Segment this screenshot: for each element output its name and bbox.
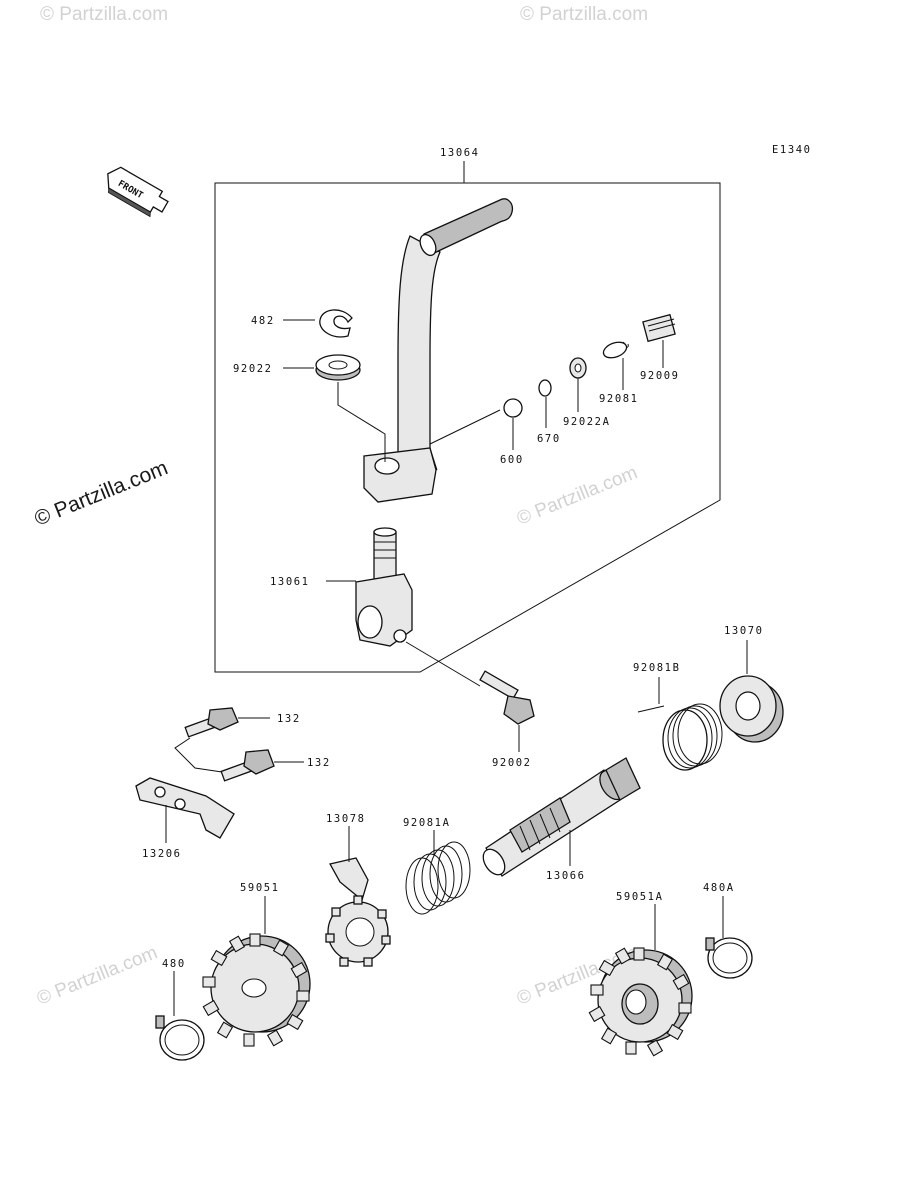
kick-pedal-lever [363, 198, 514, 503]
gear-59051A [588, 947, 693, 1057]
spring-92081A [405, 841, 471, 915]
label-59051: 59051 [240, 882, 280, 894]
watermark-layer: © Partzilla.com © Partzilla.com © Partzi… [31, 4, 648, 1010]
label-482: 482 [251, 315, 275, 327]
bolt-132-b [220, 749, 275, 782]
kick-arm-13061 [355, 527, 413, 647]
spring-92081 [602, 341, 629, 359]
label-13070: 13070 [724, 625, 764, 637]
spring-92081B [637, 703, 723, 771]
label-92022A: 92022A [563, 416, 611, 428]
label-13066: 13066 [546, 870, 586, 882]
label-92002: 92002 [492, 757, 532, 769]
collar-13070 [719, 675, 784, 743]
watermark-top-right: © Partzilla.com [520, 4, 648, 25]
label-13064: 13064 [440, 147, 480, 159]
washer-92022A [569, 357, 587, 379]
label-92081B: 92081B [633, 662, 681, 674]
cylinder-92009 [642, 313, 676, 343]
circlip-480 [155, 1015, 205, 1061]
label-92009: 92009 [640, 370, 680, 382]
watermark-bottom-left: © Partzilla.com [34, 942, 161, 1009]
watermark-top-left: © Partzilla.com [40, 4, 168, 25]
leader-92022-to-pedal [337, 382, 386, 462]
gear-59051 [202, 933, 311, 1047]
part-labels: 13064 482 92022 92009 92081 92022A 670 6… [142, 147, 764, 970]
label-59051A: 59051A [616, 891, 664, 903]
watermark-mid-right: © Partzilla.com [514, 462, 641, 529]
label-13078: 13078 [326, 813, 366, 825]
label-13061: 13061 [270, 576, 310, 588]
label-92081A: 92081A [403, 817, 451, 829]
bolt-92002 [479, 670, 535, 725]
label-132-b: 132 [307, 757, 331, 769]
leader-bolt-to-arm [405, 641, 481, 687]
kick-shaft-13066 [482, 757, 641, 877]
washer-92022 [315, 354, 361, 381]
circlip-480A [705, 937, 753, 979]
watermark-main: © Partzilla.com [31, 456, 171, 530]
label-480: 480 [162, 958, 186, 970]
leader-132-plate [174, 737, 223, 773]
label-13206: 13206 [142, 848, 182, 860]
label-92081: 92081 [599, 393, 639, 405]
diagram-code: E1340 [772, 144, 812, 156]
label-132-a: 132 [277, 713, 301, 725]
label-600: 600 [500, 454, 524, 466]
assembly-box [214, 182, 721, 673]
e-clip-482 [319, 309, 353, 338]
bolt-132-a [184, 707, 239, 738]
ball-600 [503, 398, 523, 418]
ratchet-13078 [325, 857, 391, 967]
o-ring-670 [538, 379, 552, 397]
label-670: 670 [537, 433, 561, 445]
plate-13206 [135, 777, 235, 839]
leader-ball-to-pedal [429, 409, 501, 445]
label-92022: 92022 [233, 363, 273, 375]
front-arrow-icon: FRONT [107, 166, 169, 218]
label-480A: 480A [703, 882, 735, 894]
